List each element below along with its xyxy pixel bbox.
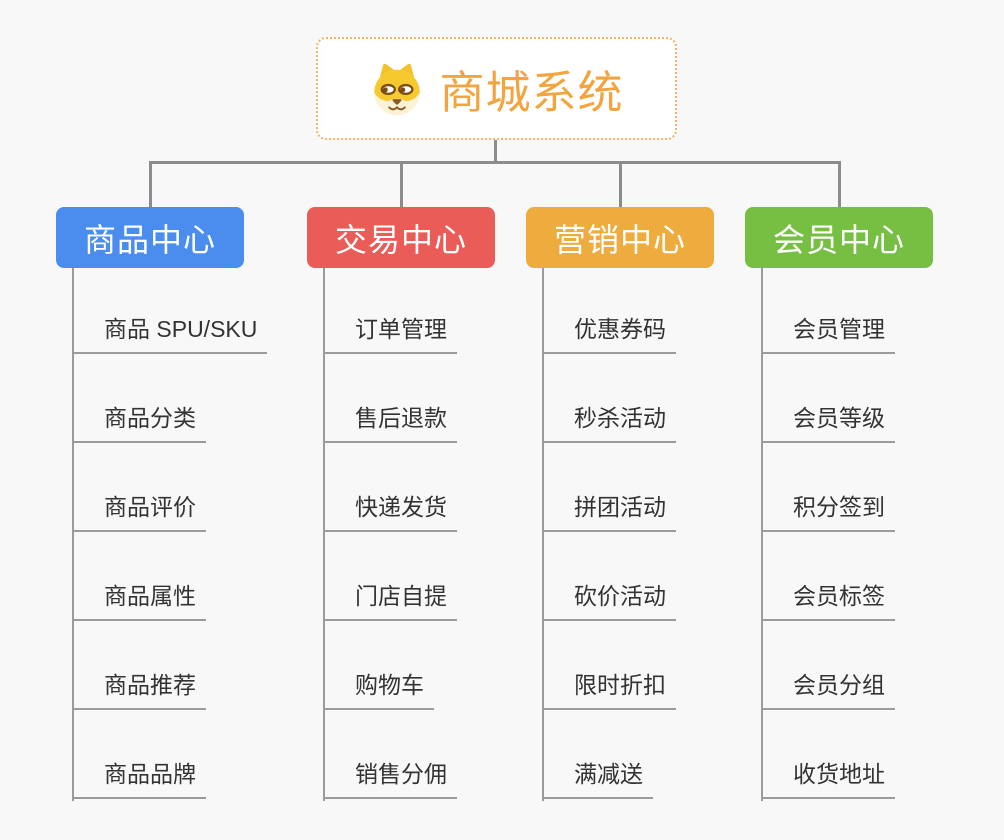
leaf-node[interactable]: 秒杀活动 (542, 399, 676, 443)
leaf-node[interactable]: 商品分类 (72, 399, 206, 443)
leaf-row: 砍价活动 (542, 532, 792, 621)
leaf-node[interactable]: 商品评价 (72, 488, 206, 532)
root-node-title: 商城系统 (439, 67, 624, 118)
leaf-row: 优惠券码 (542, 265, 792, 354)
leaf-node[interactable]: 积分签到 (761, 488, 895, 532)
leaf-node[interactable]: 收货地址 (761, 755, 895, 799)
leaf-row: 商品属性 (72, 532, 322, 621)
leaf-row: 门店自提 (323, 532, 573, 621)
leaf-node[interactable]: 限时折扣 (542, 666, 676, 710)
leaf-row: 购物车 (323, 621, 573, 710)
branch-node-label: 会员中心 (772, 221, 905, 258)
branch-children-member-center: 会员管理 会员等级 积分签到 会员标签 会员分组 收货地址 (761, 265, 1004, 799)
branch-trunk-line (72, 268, 74, 801)
connector-line (619, 161, 622, 208)
leaf-node[interactable]: 销售分佣 (323, 755, 457, 799)
leaf-node[interactable]: 拼团活动 (542, 488, 676, 532)
connector-line (494, 139, 497, 163)
root-node[interactable]: 商城系统 (316, 37, 677, 140)
leaf-node[interactable]: 商品 SPU/SKU (72, 310, 268, 354)
branch-trunk-line (761, 268, 763, 801)
leaf-row: 会员管理 (761, 265, 1004, 354)
connector-line (838, 161, 841, 208)
leaf-node[interactable]: 售后退款 (323, 399, 457, 443)
leaf-row: 销售分佣 (323, 710, 573, 799)
leaf-row: 快递发货 (323, 443, 573, 532)
branch-children-product-center: 商品 SPU/SKU 商品分类 商品评价 商品属性 商品推荐 商品品牌 (72, 265, 322, 799)
branch-node-label: 营销中心 (553, 221, 686, 258)
leaf-node[interactable]: 购物车 (323, 666, 434, 710)
leaf-row: 积分签到 (761, 443, 1004, 532)
leaf-row: 限时折扣 (542, 621, 792, 710)
leaf-row: 会员标签 (761, 532, 1004, 621)
branch-trunk-line (323, 268, 325, 801)
leaf-row: 订单管理 (323, 265, 573, 354)
leaf-row: 商品推荐 (72, 621, 322, 710)
leaf-node[interactable]: 会员管理 (761, 310, 895, 354)
leaf-row: 拼团活动 (542, 443, 792, 532)
connector-line (400, 161, 403, 208)
leaf-node[interactable]: 商品推荐 (72, 666, 206, 710)
leaf-node[interactable]: 快递发货 (323, 488, 457, 532)
branch-node-label: 交易中心 (334, 221, 467, 258)
branch-node-member-center[interactable]: 会员中心 (745, 207, 933, 268)
leaf-row: 秒杀活动 (542, 354, 792, 443)
leaf-row: 会员分组 (761, 621, 1004, 710)
leaf-node[interactable]: 商品品牌 (72, 755, 206, 799)
leaf-node[interactable]: 会员等级 (761, 399, 895, 443)
leaf-node[interactable]: 会员分组 (761, 666, 895, 710)
branch-children-trade-center: 订单管理 售后退款 快递发货 门店自提 购物车 销售分佣 (323, 265, 573, 799)
dog-face-icon (374, 63, 421, 115)
connector-line (149, 161, 152, 208)
leaf-node[interactable]: 订单管理 (323, 310, 457, 354)
leaf-node[interactable]: 商品属性 (72, 577, 206, 621)
leaf-node[interactable]: 砍价活动 (542, 577, 676, 621)
branch-node-trade-center[interactable]: 交易中心 (307, 207, 495, 268)
leaf-row: 商品评价 (72, 443, 322, 532)
branch-node-product-center[interactable]: 商品中心 (56, 207, 244, 268)
leaf-node[interactable]: 会员标签 (761, 577, 895, 621)
branch-node-marketing-center[interactable]: 营销中心 (526, 207, 714, 268)
leaf-row: 商品分类 (72, 354, 322, 443)
leaf-node[interactable]: 门店自提 (323, 577, 457, 621)
leaf-row: 售后退款 (323, 354, 573, 443)
leaf-row: 收货地址 (761, 710, 1004, 799)
leaf-row: 商品 SPU/SKU (72, 265, 322, 354)
leaf-node[interactable]: 优惠券码 (542, 310, 676, 354)
branch-trunk-line (542, 268, 544, 801)
branch-node-label: 商品中心 (83, 221, 216, 258)
leaf-row: 会员等级 (761, 354, 1004, 443)
branch-children-marketing-center: 优惠券码 秒杀活动 拼团活动 砍价活动 限时折扣 满减送 (542, 265, 792, 799)
leaf-node[interactable]: 满减送 (542, 755, 653, 799)
leaf-row: 商品品牌 (72, 710, 322, 799)
connector-line (149, 161, 841, 164)
leaf-row: 满减送 (542, 710, 792, 799)
